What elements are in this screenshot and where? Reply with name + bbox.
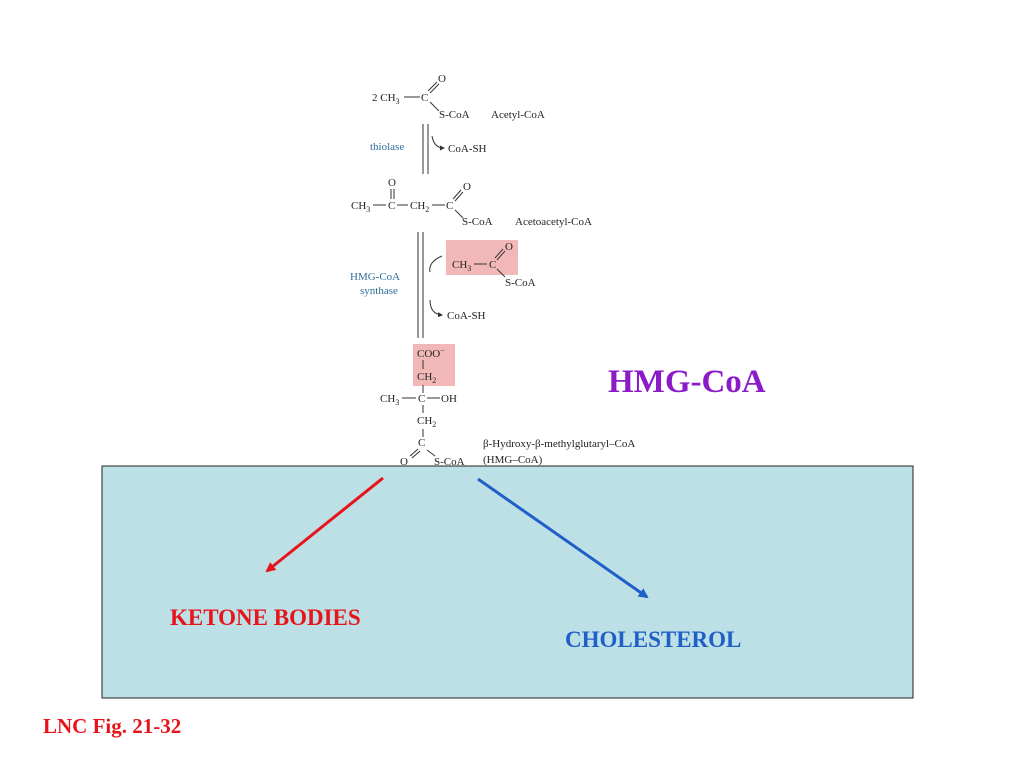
- thiolase-coash: CoA-SH: [448, 143, 487, 155]
- acetoacetyl-o-right: O: [463, 181, 471, 193]
- thiolase-step: thiolase CoA-SH: [370, 124, 487, 174]
- added-ch3: CH: [452, 259, 467, 271]
- synthase-coash: CoA-SH: [447, 310, 486, 322]
- hmg-coo-charge: −: [440, 346, 445, 355]
- svg-text:CH3: CH3: [452, 259, 471, 273]
- hmg-oh: OH: [441, 393, 457, 405]
- acetoacetyl-ch2-sub: 2: [425, 205, 429, 214]
- acetoacetyl-ch3-sub: 3: [366, 205, 370, 214]
- hmg-ch2-bottom-sub: 2: [432, 420, 436, 429]
- hmg-ch2-bottom: CH: [417, 415, 432, 427]
- hmg-coa-title: HMG-CoA: [608, 364, 766, 400]
- hmg-coa-name-line1: β-Hydroxy-β-methylglutaryl–CoA: [483, 438, 635, 450]
- svg-text:CH2: CH2: [417, 371, 436, 385]
- ketone-bodies-label: KETONE BODIES: [170, 605, 361, 630]
- hmg-o-bottom: O: [400, 456, 408, 468]
- acetoacetyl-ch3: CH: [351, 200, 366, 212]
- svg-text:COO−: COO−: [417, 346, 445, 360]
- acetoacetyl-coa-structure: O CH3 C CH2 C O S-CoA Acetoacetyl-CoA: [351, 177, 592, 228]
- svg-text:CH3: CH3: [351, 200, 370, 214]
- acetoacetyl-o-left: O: [388, 177, 396, 189]
- hmg-coa-structure: COO− CH2 CH3 C OH CH2 C O S-CoA β-Hydrox…: [380, 344, 635, 468]
- thiolase-label: thiolase: [370, 141, 404, 153]
- hmg-c-bottom: C: [418, 437, 425, 449]
- branch-panel: [101, 465, 914, 699]
- acetyl-scoa: S-CoA: [439, 109, 470, 121]
- added-ch3-sub: 3: [467, 264, 471, 273]
- svg-text:CH2: CH2: [410, 200, 429, 214]
- hmg-coo: COO: [417, 348, 440, 360]
- svg-text:CH3: CH3: [380, 393, 399, 407]
- acetyl-prefix: 2 CH: [372, 92, 396, 104]
- acetoacetyl-scoa: S-CoA: [462, 216, 493, 228]
- svg-text:CH2: CH2: [417, 415, 436, 429]
- ketone-arrow: [265, 476, 384, 573]
- synthase-label-line2: synthase: [360, 285, 398, 297]
- hmg-ch3: CH: [380, 393, 395, 405]
- added-scoa: S-CoA: [505, 277, 536, 289]
- hmg-ch2-top: CH: [417, 371, 432, 383]
- hmg-ch2-top-sub: 2: [432, 376, 436, 385]
- coo-highlight: [413, 344, 455, 386]
- added-c: C: [489, 259, 496, 271]
- hmg-ch3-sub: 3: [395, 398, 399, 407]
- hmg-coa-name-line2: (HMG–CoA): [483, 454, 543, 466]
- acetoacetyl-c2: C: [446, 200, 453, 212]
- acetyl-sub: 3: [396, 97, 400, 106]
- hmg-synthase-step: HMG-CoA synthase CH3 C O S-CoA CoA-SH: [350, 232, 536, 338]
- acetyl-coa-structure: 2 CH3 C O S-CoA Acetyl-CoA: [372, 73, 545, 121]
- synthase-label-line1: HMG-CoA: [350, 271, 400, 283]
- cholesterol-arrow: [477, 477, 649, 599]
- cholesterol-label: CHOLESTEROL: [565, 627, 741, 652]
- acetoacetyl-coa-name: Acetoacetyl-CoA: [515, 216, 592, 228]
- added-acetyl-highlight: [446, 240, 518, 275]
- acetyl-coa-name: Acetyl-CoA: [491, 109, 545, 121]
- added-o: O: [505, 241, 513, 253]
- hmg-c-center: C: [418, 393, 425, 405]
- acetyl-o: O: [438, 73, 446, 85]
- figure-caption: LNC Fig. 21-32: [43, 714, 181, 738]
- acetoacetyl-ch2: CH: [410, 200, 425, 212]
- acetoacetyl-c1: C: [388, 200, 395, 212]
- svg-text:2 CH3: 2 CH3: [372, 92, 400, 106]
- hmg-scoa: S-CoA: [434, 456, 465, 468]
- svg-text:C: C: [421, 92, 428, 104]
